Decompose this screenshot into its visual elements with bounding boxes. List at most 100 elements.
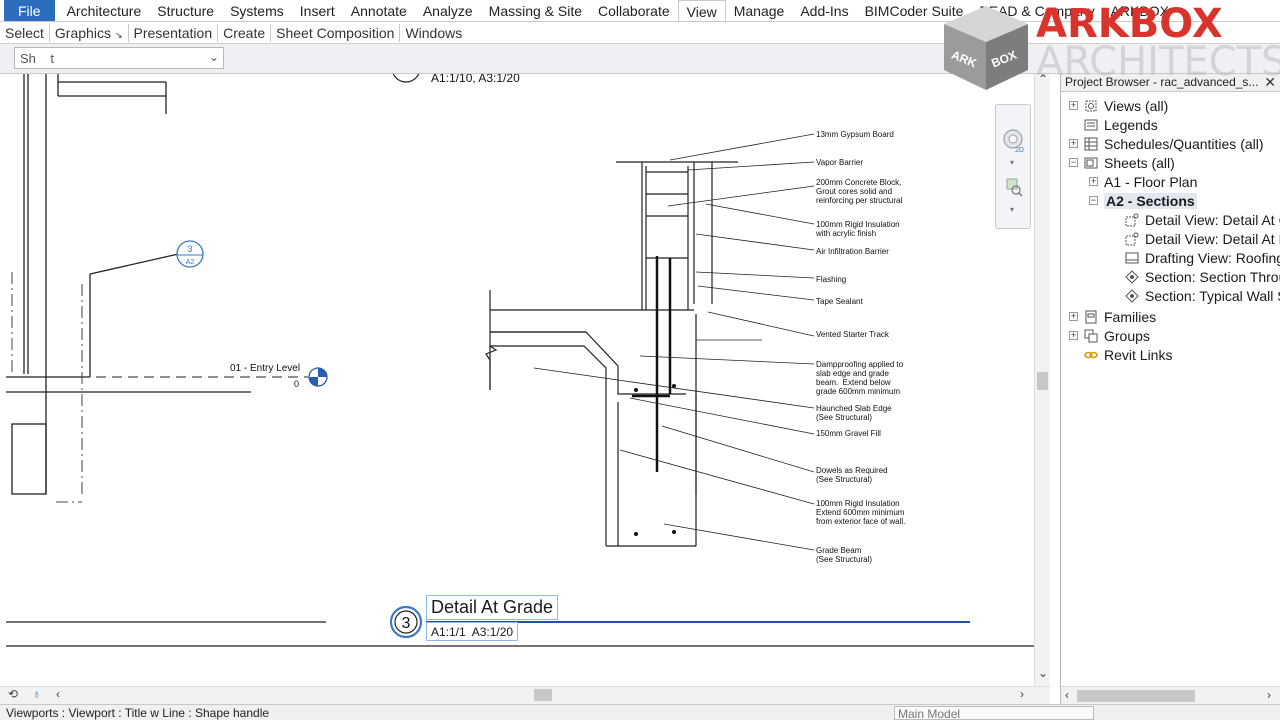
lightbulb-icon[interactable]: ♁ (32, 687, 41, 701)
view-title-marker: 3 (389, 605, 423, 639)
scroll-down-icon[interactable]: ⌄ (1038, 666, 1049, 680)
tree-item-revit-links[interactable]: Revit Links (1069, 345, 1172, 364)
zoom-region-icon[interactable] (1006, 178, 1023, 197)
panel-graphics-label: Graphics (54, 24, 111, 41)
project-browser-scroll-thumb[interactable] (1077, 690, 1195, 702)
tree-item-sheets[interactable]: − Sheets (all) (1069, 153, 1175, 172)
tree-item-sheet-a1[interactable]: + A1 - Floor Plan (1089, 172, 1197, 191)
detail-view-icon (1125, 232, 1139, 245)
project-browser: Project Browser - rac_advanced_s... ✕ + … (1060, 74, 1280, 704)
note-concrete-block: 200mm Concrete Block, Grout cores solid … (816, 178, 903, 205)
note-vapor-barrier: Vapor Barrier (816, 158, 863, 167)
tab-massing-site[interactable]: Massing & Site (488, 3, 583, 19)
expand-icon[interactable]: + (1069, 311, 1078, 321)
dialog-launcher-icon[interactable]: ↘ (114, 29, 123, 40)
view-control-icon[interactable]: ⟲ (8, 687, 19, 701)
collapse-icon[interactable]: − (1089, 195, 1098, 205)
tree-label: Detail View: Detail At Parapet (1145, 230, 1280, 247)
tab-add-ins[interactable]: Add-Ins (800, 3, 849, 19)
tab-bead-company[interactable]: BEAD & Company (979, 3, 1095, 19)
tree-label: Families (1104, 308, 1157, 325)
tree-item-section-wall[interactable]: Section: Typical Wall Section (1125, 286, 1280, 305)
full-navigation-wheel-icon[interactable]: 2D (1003, 129, 1024, 154)
view-title-number: 3 (402, 615, 411, 632)
panel-create[interactable]: Create (218, 23, 272, 42)
building-section-lines (6, 74, 251, 495)
expand-icon[interactable]: + (1069, 330, 1078, 340)
tree-item-schedules[interactable]: + Schedules/Quantities (all) (1069, 134, 1264, 153)
horizontal-scroll-thumb[interactable] (534, 689, 552, 701)
scroll-right-icon[interactable]: › (1267, 688, 1271, 702)
scroll-left-icon[interactable]: ‹ (1065, 688, 1069, 702)
tab-file[interactable]: File (4, 0, 55, 21)
note-starter-track: Vented Starter Track (816, 330, 889, 339)
level-head (308, 367, 328, 387)
panel-sheet-composition-label: Sheet Composition (276, 24, 395, 41)
project-browser-scrollbar[interactable]: ‹ › (1061, 686, 1280, 704)
rebar (632, 256, 672, 472)
scroll-up-icon[interactable]: ⌃ (1038, 72, 1049, 86)
status-bar: Viewports : Viewport : Title w Line : Sh… (0, 704, 1280, 720)
note-dowels: Dowels as Required (See Structural) (816, 466, 888, 484)
svg-text:▾: ▾ (1010, 158, 1014, 167)
tree-label: Section: Section Through Building (1145, 268, 1280, 285)
horizontal-scrollbar[interactable]: ⟲ ♁ ‹ › (0, 686, 1050, 704)
close-icon[interactable]: ✕ (1264, 74, 1276, 90)
panel-graphics[interactable]: Graphics↘ (50, 23, 129, 42)
tree-label: Legends (1104, 116, 1158, 133)
options-bar: Sh t ⌄ (0, 44, 1280, 74)
wall-detail (485, 161, 738, 547)
note-gravel-fill: 150mm Gravel Fill (816, 429, 881, 438)
ribbon-tabs: File Architecture Structure Systems Inse… (0, 0, 1280, 22)
tree-label: Groups (1104, 327, 1150, 344)
expand-icon[interactable]: + (1089, 176, 1098, 186)
drawing-canvas[interactable]: 3 A2 (6, 74, 1034, 686)
collapse-icon[interactable]: − (1069, 157, 1078, 167)
groups-icon (1084, 329, 1098, 342)
tab-annotate[interactable]: Annotate (350, 3, 407, 19)
tree-label: Section: Typical Wall Section (1145, 287, 1280, 304)
leader-lines (533, 133, 815, 551)
tree-item-groups[interactable]: + Groups (1069, 326, 1150, 345)
tree-item-families[interactable]: + Families (1069, 307, 1156, 326)
expand-icon[interactable]: + (1069, 138, 1078, 148)
tab-collaborate[interactable]: Collaborate (598, 3, 670, 19)
view-title-scale[interactable]: A1:1/1 A3:1/20 (426, 622, 519, 641)
tab-view[interactable]: View (677, 0, 726, 21)
note-grade-beam: Grade Beam (See Structural) (816, 546, 873, 564)
tree-label: Detail View: Detail At Grade (1145, 211, 1280, 228)
scroll-left-icon[interactable]: ‹ (56, 687, 60, 701)
tab-manage[interactable]: Manage (733, 3, 785, 19)
tree-item-views[interactable]: + Views (all) (1069, 96, 1168, 115)
tab-insert[interactable]: Insert (299, 3, 335, 19)
tree-item-detail-parapet[interactable]: Detail View: Detail At Parapet (1125, 229, 1280, 248)
panel-select[interactable]: Select (0, 23, 50, 42)
tab-arkbox[interactable]: ARKBOX (1110, 3, 1169, 19)
tab-analyze[interactable]: Analyze (422, 3, 473, 19)
panel-windows[interactable]: Windows (400, 24, 467, 42)
tab-systems[interactable]: Systems (230, 3, 284, 19)
active-model-dropdown[interactable]: Main Model (894, 706, 1094, 720)
level-elevation: 0 (294, 379, 300, 389)
tab-structure[interactable]: Structure (157, 3, 215, 19)
tree-item-detail-grade[interactable]: Detail View: Detail At Grade (1125, 210, 1280, 229)
view-title-text[interactable]: Detail At Grade (426, 595, 559, 620)
panel-sheet-composition[interactable]: Sheet Composition (271, 23, 401, 42)
upper-view-scale: A1:1/10, A3:1/20 (431, 74, 520, 85)
type-selector-dropdown[interactable]: Sh t ⌄ (14, 47, 224, 69)
tree-item-section-building[interactable]: Section: Section Through Building (1125, 267, 1280, 286)
scroll-right-icon[interactable]: › (1020, 687, 1024, 701)
vertical-scrollbar[interactable]: ⌃ ⌄ (1034, 72, 1050, 686)
tab-bimcoder-suite[interactable]: BIMCoder Suite (864, 3, 964, 19)
panel-presentation[interactable]: Presentation (129, 23, 219, 42)
section-tag-sheet: A2 (186, 259, 195, 266)
expand-icon[interactable]: + (1069, 100, 1078, 110)
tree-item-legends[interactable]: Legends (1069, 115, 1158, 134)
tree-item-sheet-a2[interactable]: − A2 - Sections (1089, 191, 1197, 210)
chevron-down-icon: ⌄ (208, 50, 219, 64)
note-dampproofing: Dampproofing applied to slab edge and gr… (816, 360, 904, 396)
svg-text:2D: 2D (1015, 147, 1024, 154)
vertical-scroll-thumb[interactable] (1037, 372, 1048, 390)
tab-architecture[interactable]: Architecture (66, 3, 142, 19)
tree-item-drafting-roofing[interactable]: Drafting View: Roofing Detail (1125, 248, 1280, 267)
